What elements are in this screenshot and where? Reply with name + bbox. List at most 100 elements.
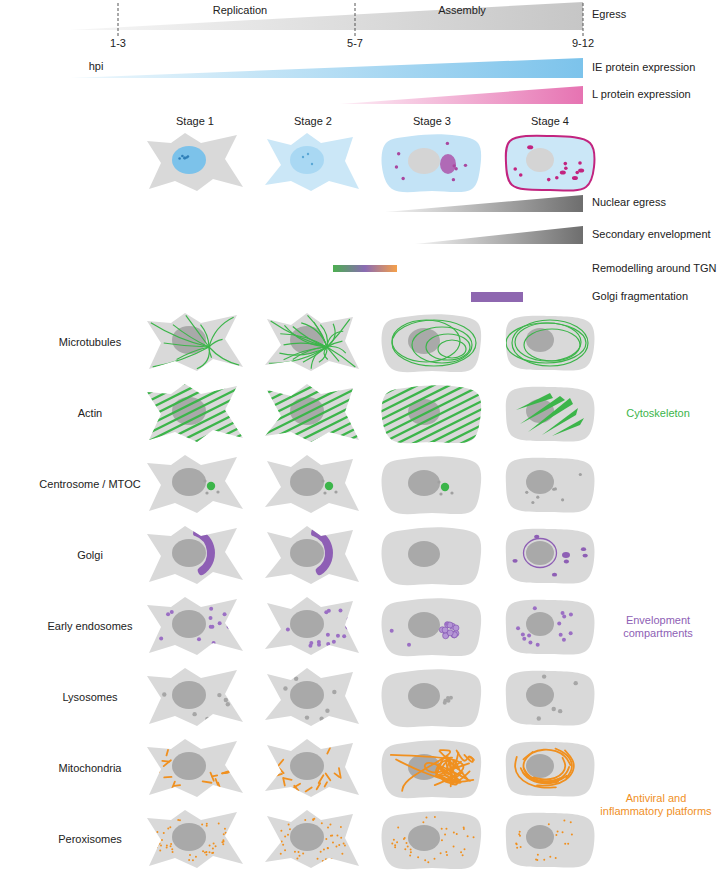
mitochondrion: [317, 783, 321, 789]
peroxisome: [170, 845, 172, 847]
endosome: [159, 637, 163, 641]
cell-body: [506, 813, 595, 868]
peroxisome: [325, 838, 327, 840]
microtubule: [269, 347, 327, 363]
microtubule: [209, 339, 223, 347]
cell-body: [147, 133, 243, 191]
actin-bundle: [516, 393, 553, 410]
centrosome-fragment: [554, 487, 557, 490]
peroxisome: [440, 852, 442, 854]
track-label: IE protein expression: [592, 61, 695, 74]
nucleus: [290, 823, 324, 851]
centriole-satellite: [334, 490, 337, 493]
endosome: [569, 631, 573, 635]
cell-body: [265, 313, 359, 371]
peroxisome: [215, 845, 217, 847]
endosome: [347, 617, 351, 621]
organelles: [512, 535, 587, 577]
endosome: [516, 626, 520, 630]
time-point: 5-7: [347, 37, 363, 50]
peroxisome: [296, 857, 298, 859]
peroxisome: [349, 832, 351, 834]
mitochondrion: [216, 779, 218, 785]
cell-body: [147, 455, 243, 513]
endosome: [346, 626, 350, 630]
organelles: [274, 748, 354, 791]
peroxisome: [177, 819, 179, 821]
peroxisome: [281, 840, 283, 842]
organelles: [151, 315, 239, 368]
assembly-compartment: [440, 154, 456, 174]
organelles: [162, 692, 238, 721]
peroxisome: [393, 839, 395, 841]
lysosome: [231, 693, 235, 697]
cell-body: [147, 526, 243, 584]
ie-expression-wedge: [70, 58, 583, 78]
actin-fibre: [253, 372, 373, 432]
time-point: 9-12: [572, 37, 594, 50]
cell-body: [265, 133, 359, 191]
peroxisome: [222, 843, 224, 845]
organelles: [515, 749, 574, 788]
remodelling-bar: [333, 265, 397, 272]
peroxisome: [352, 837, 354, 839]
peroxisome: [284, 835, 286, 837]
track-label: Nuclear egress: [592, 196, 666, 209]
cell-body: [147, 597, 243, 655]
microtubule: [524, 329, 580, 361]
microtubule: [186, 315, 209, 347]
mitochondrion: [350, 761, 353, 766]
peroxisome: [327, 847, 329, 849]
actin-fibre: [253, 364, 373, 424]
centrosome-fragment: [531, 501, 534, 504]
microtubule: [164, 343, 209, 347]
microtubule: [209, 317, 234, 347]
peroxisome: [336, 835, 338, 837]
actin-bundle: [552, 418, 584, 436]
centriole-satellite: [203, 479, 206, 482]
peroxisome: [564, 843, 566, 845]
endosome: [326, 633, 330, 637]
peroxisome: [519, 835, 521, 837]
peroxisome: [562, 831, 564, 833]
organelles: [390, 622, 459, 647]
microtubule: [209, 347, 239, 365]
peroxisome: [520, 846, 522, 848]
stage-label: Stage 1: [176, 115, 214, 128]
organelles: [253, 324, 373, 504]
microtubule: [201, 325, 209, 347]
row-label: Early endosomes: [48, 620, 133, 633]
actin-fibre: [253, 324, 373, 384]
endosome: [569, 612, 573, 616]
actin-fibre: [253, 348, 373, 408]
cell: [506, 458, 595, 513]
stage-cell: [265, 133, 359, 191]
lysosome: [217, 693, 221, 697]
cell-body: [506, 458, 595, 513]
peroxisome: [223, 833, 225, 835]
golgi-fragment: [552, 573, 557, 577]
peroxisome: [467, 835, 469, 837]
microtubule: [392, 320, 476, 366]
microtubule: [153, 347, 209, 367]
nucleus: [408, 148, 440, 174]
microtubule: [327, 347, 339, 361]
microtubule: [515, 323, 581, 361]
cell-body: [382, 456, 482, 514]
endosome: [407, 643, 411, 647]
mitochondrion: [534, 758, 566, 780]
endosome-cluster: [453, 625, 459, 631]
nucleus: [290, 468, 324, 496]
stage-label: Stage 2: [294, 115, 332, 128]
microtubule: [412, 327, 472, 363]
nucleus: [408, 612, 440, 638]
peroxisome: [224, 828, 226, 830]
lysosome: [233, 699, 237, 703]
peroxisome: [341, 853, 343, 855]
virion: [564, 167, 568, 171]
peroxisome: [212, 847, 214, 849]
golgi-fragment: [562, 552, 570, 558]
organelles: [516, 606, 573, 647]
cell-body: [265, 455, 359, 513]
peroxisome: [404, 848, 406, 850]
